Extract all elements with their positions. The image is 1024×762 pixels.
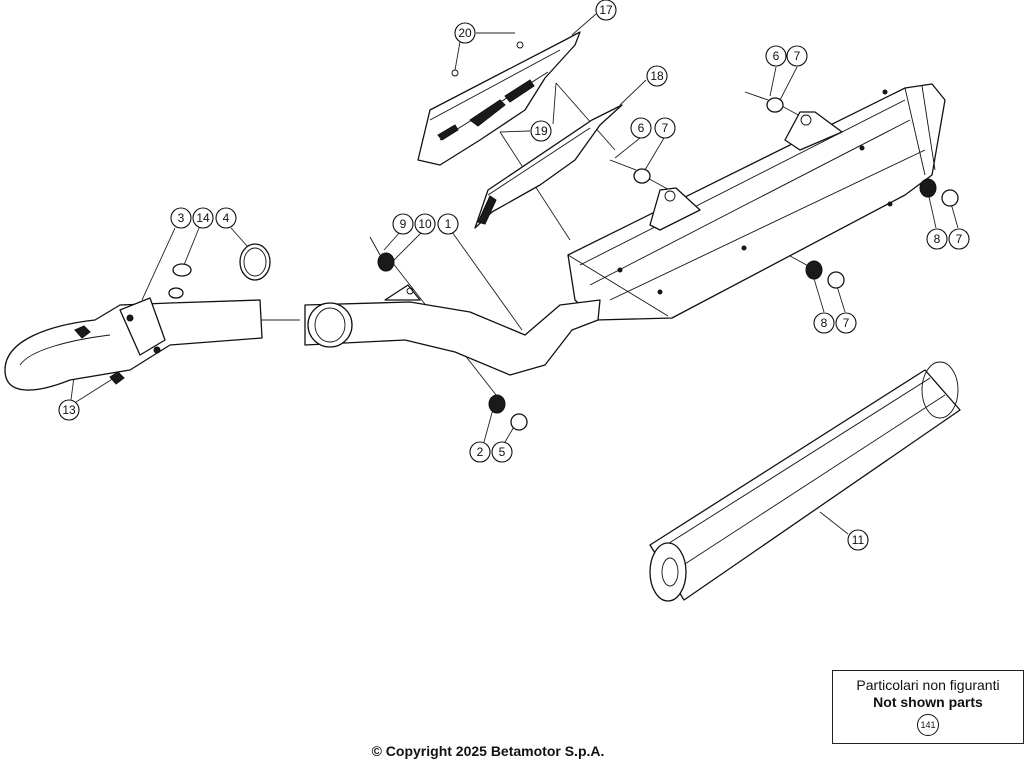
callout-1[interactable]: 1 xyxy=(437,213,459,235)
callout-8-right[interactable]: 8 xyxy=(926,228,948,250)
svg-text:4: 4 xyxy=(223,211,230,225)
legend-english-label: Not shown parts xyxy=(873,694,983,710)
callout-9[interactable]: 9 xyxy=(392,213,414,235)
svg-text:6: 6 xyxy=(773,49,780,63)
svg-text:1: 1 xyxy=(445,217,452,231)
callout-17[interactable]: 17 xyxy=(595,0,617,21)
svg-text:8: 8 xyxy=(821,316,828,330)
callout-2[interactable]: 2 xyxy=(469,441,491,463)
callout-8-mid[interactable]: 8 xyxy=(813,312,835,334)
svg-text:10: 10 xyxy=(418,217,432,231)
callout-6-mid[interactable]: 6 xyxy=(630,117,652,139)
svg-text:9: 9 xyxy=(400,217,407,231)
svg-text:19: 19 xyxy=(534,124,548,138)
callout-19[interactable]: 20 xyxy=(454,22,476,44)
muffler-body xyxy=(567,83,946,321)
svg-text:7: 7 xyxy=(956,232,963,246)
callout-10[interactable]: 10 xyxy=(414,213,436,235)
callout-7-midright[interactable]: 7 xyxy=(835,312,857,334)
fasteners xyxy=(369,91,959,431)
callout-13[interactable]: 13 xyxy=(58,399,80,421)
mid-pipe xyxy=(304,284,601,376)
callout-5[interactable]: 5 xyxy=(491,441,513,463)
svg-text:2: 2 xyxy=(477,445,484,459)
callout-11[interactable]: 11 xyxy=(847,529,869,551)
svg-text:18: 18 xyxy=(650,69,664,83)
svg-text:6: 6 xyxy=(638,121,645,135)
svg-text:20: 20 xyxy=(458,26,472,40)
svg-text:11: 11 xyxy=(852,533,865,547)
svg-text:3: 3 xyxy=(178,211,185,225)
heat-shield-upper xyxy=(417,31,581,166)
copyright-notice: © Copyright 2025 Betamotor S.p.A. xyxy=(371,743,605,759)
svg-text:5: 5 xyxy=(499,445,506,459)
muffler-sleeve xyxy=(649,361,961,602)
svg-text:8: 8 xyxy=(934,232,941,246)
heat-shield-lower xyxy=(474,104,623,229)
svg-text:7: 7 xyxy=(794,49,801,63)
callout-3[interactable]: 3 xyxy=(170,207,192,229)
callout-6-top[interactable]: 6 xyxy=(765,45,787,67)
callout-14[interactable]: 14 xyxy=(192,207,214,229)
callout-18[interactable]: 18 xyxy=(646,65,668,87)
svg-text:13: 13 xyxy=(62,403,76,417)
svg-text:14: 14 xyxy=(196,211,210,225)
not-shown-parts-box: Particolari non figuranti Not shown part… xyxy=(832,670,1024,744)
header-pipe xyxy=(4,243,271,391)
callout-7-top[interactable]: 7 xyxy=(786,45,808,67)
callout-4[interactable]: 4 xyxy=(215,207,237,229)
callout-20[interactable]: 19 xyxy=(530,120,552,142)
legend-italian-label: Particolari non figuranti xyxy=(856,677,1000,693)
svg-text:7: 7 xyxy=(662,121,669,135)
callout-7-right[interactable]: 7 xyxy=(948,228,970,250)
callout-141[interactable]: 141 xyxy=(917,714,939,736)
svg-text:17: 17 xyxy=(599,3,613,17)
svg-text:7: 7 xyxy=(843,316,850,330)
callout-7-mid[interactable]: 7 xyxy=(654,117,676,139)
